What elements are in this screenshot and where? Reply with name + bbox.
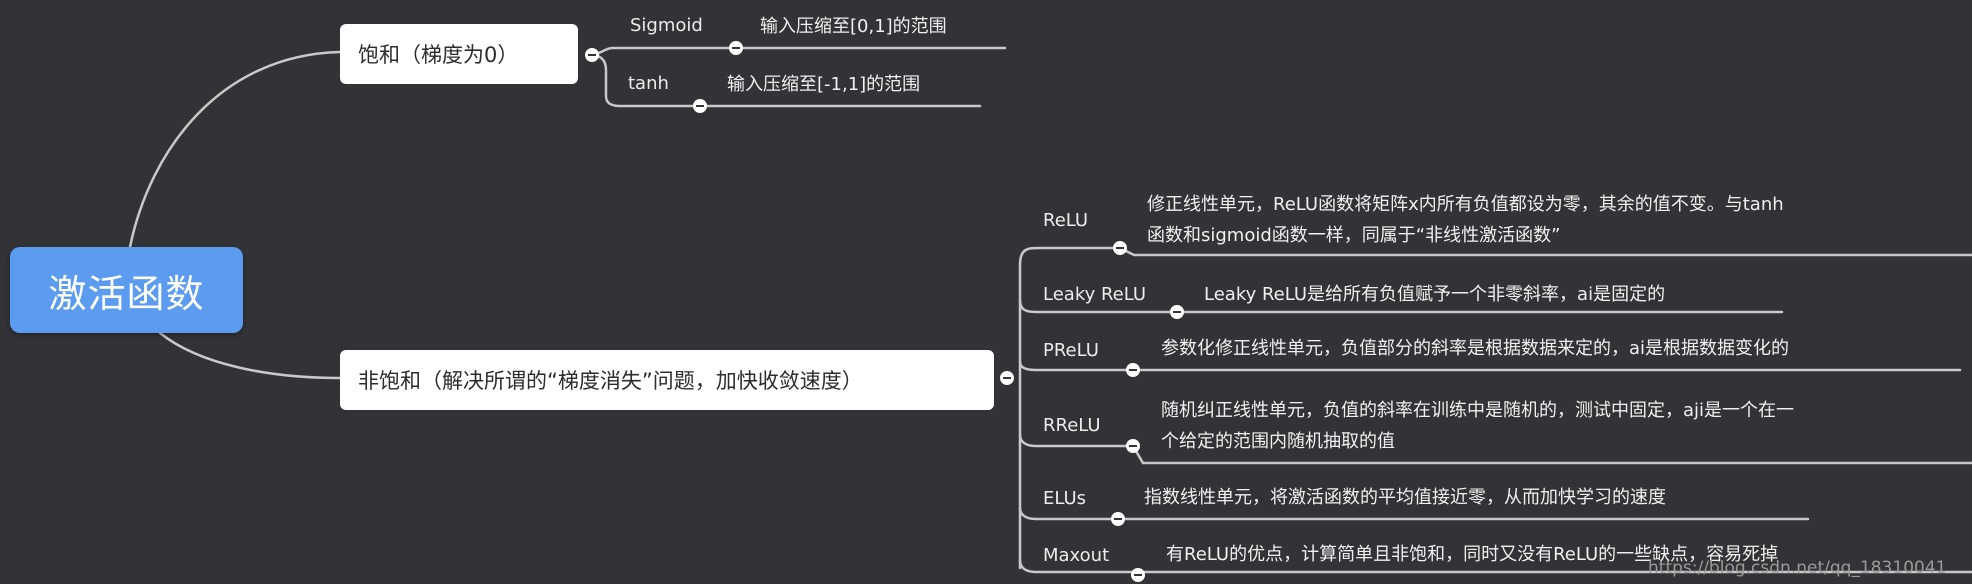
leaky-relu-label[interactable]: Leaky ReLU <box>1043 284 1147 305</box>
rrelu-label[interactable]: RReLU <box>1043 415 1101 436</box>
tanh-desc: 输入压缩至[-1,1]的范围 <box>727 74 921 95</box>
non-saturated-collapse-toggle[interactable] <box>1000 371 1014 385</box>
watermark: https://blog.csdn.net/qq_18310041 <box>1648 558 1947 578</box>
maxout-desc: 有ReLU的优点，计算简单且非饱和，同时又没有ReLU的一些缺点，容易死掉 <box>1166 544 1779 565</box>
non-saturated-node[interactable]: 非饱和（解决所谓的“梯度消失”问题，加快收敛速度） <box>340 350 994 410</box>
rrelu-collapse-toggle[interactable] <box>1126 439 1140 453</box>
relu-label[interactable]: ReLU <box>1043 210 1089 231</box>
tanh-label[interactable]: tanh <box>628 73 669 94</box>
elus-collapse-toggle[interactable] <box>1111 512 1125 526</box>
leaky-relu-collapse-toggle[interactable] <box>1170 305 1184 319</box>
prelu-label[interactable]: PReLU <box>1043 340 1099 361</box>
tanh-collapse-toggle[interactable] <box>693 99 707 113</box>
relu-collapse-toggle[interactable] <box>1113 241 1127 255</box>
leaky-relu-desc: Leaky ReLU是给所有负值赋予一个非零斜率，ai是固定的 <box>1204 284 1666 305</box>
rrelu-desc-line1: 随机纠正线性单元，负值的斜率在训练中是随机的，测试中固定，aji是一个在一 <box>1161 400 1795 421</box>
maxout-collapse-toggle[interactable] <box>1131 568 1145 582</box>
prelu-collapse-toggle[interactable] <box>1126 363 1140 377</box>
root-node[interactable]: 激活函数 <box>10 247 243 333</box>
saturated-node[interactable]: 饱和（梯度为0） <box>340 24 578 84</box>
relu-desc-line1: 修正线性单元，ReLU函数将矩阵x内所有负值都设为零，其余的值不变。与tanh <box>1147 194 1784 215</box>
maxout-label[interactable]: Maxout <box>1043 545 1110 566</box>
elus-label[interactable]: ELUs <box>1043 488 1087 509</box>
sigmoid-desc: 输入压缩至[0,1]的范围 <box>760 16 947 37</box>
prelu-desc: 参数化修正线性单元，负值部分的斜率是根据数据来定的，ai是根据数据变化的 <box>1161 338 1790 359</box>
elus-desc: 指数线性单元，将激活函数的平均值接近零，从而加快学习的速度 <box>1144 487 1666 508</box>
rrelu-desc-line2: 个给定的范围内随机抽取的值 <box>1161 431 1395 452</box>
relu-desc-line2: 函数和sigmoid函数一样，同属于“非线性激活函数” <box>1147 225 1561 246</box>
sigmoid-collapse-toggle[interactable] <box>729 41 743 55</box>
sigmoid-label[interactable]: Sigmoid <box>630 15 703 36</box>
saturated-collapse-toggle[interactable] <box>585 48 599 62</box>
